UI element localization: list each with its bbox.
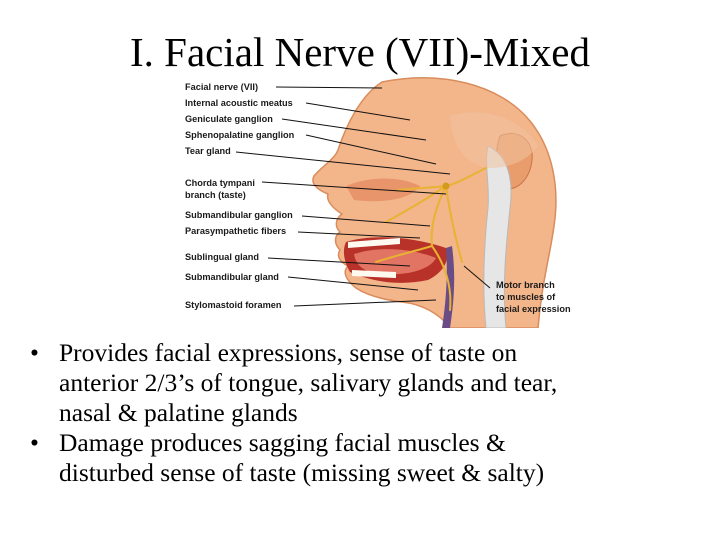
label-motor-branch: Motor branch [496, 280, 555, 290]
spine-bone [483, 145, 512, 328]
bullet-item-damage: • Damage produces sagging facial muscles… [30, 428, 710, 488]
bullet-line: Provides facial expressions, sense of ta… [59, 338, 518, 367]
label-internal-acoustic-meatus: Internal acoustic meatus [185, 98, 293, 108]
bullet-line: anterior 2/3’s of tongue, salivary gland… [59, 368, 558, 397]
label-motor-branch-line2: to muscles of [496, 292, 556, 302]
bullet-list: • Provides facial expressions, sense of … [30, 338, 710, 488]
facial-nerve-paths [375, 167, 487, 311]
left-leader-lines [235, 86, 451, 307]
label-geniculate-ganglion: Geniculate ganglion [185, 114, 273, 124]
bullet-line: Damage produces sagging facial muscles & [59, 428, 506, 457]
label-facial-nerve: Facial nerve (VII) [185, 82, 259, 92]
bullet-item-functions: • Provides facial expressions, sense of … [30, 338, 710, 428]
head-illustration [235, 77, 557, 328]
teeth-upper [348, 238, 400, 248]
bullet-line: disturbed sense of taste (missing sweet … [59, 458, 545, 487]
label-chorda-tympani: Chorda tympani [185, 178, 255, 188]
slide-title: I. Facial Nerve (VII)-Mixed [130, 29, 590, 75]
label-submandibular-gland: Submandibular gland [185, 272, 279, 282]
label-motor-branch-line3: facial expression [496, 304, 571, 314]
facial-nerve-diagram: Facial nerve (VII) Internal acoustic mea… [150, 76, 590, 328]
label-stylomastoid-foramen: Stylomastoid foramen [185, 300, 282, 310]
skull-base [450, 112, 538, 168]
label-sphenopalatine-ganglion: Sphenopalatine ganglion [185, 130, 295, 140]
right-leader-line [463, 265, 491, 289]
label-parasympathetic-fibers: Parasympathetic fibers [185, 226, 287, 236]
teeth-lower [352, 270, 396, 278]
bullet-marker: • [30, 428, 39, 457]
label-submandibular-ganglion: Submandibular ganglion [185, 210, 293, 220]
label-chorda-tympani-branch: branch (taste) [185, 190, 246, 200]
tongue [354, 249, 436, 275]
geniculate-ganglion-dot [442, 182, 450, 190]
bullet-marker: • [30, 338, 39, 367]
bullet-line: nasal & palatine glands [59, 398, 298, 427]
label-sublingual-gland: Sublingual gland [185, 252, 260, 262]
label-tear-gland: Tear gland [185, 146, 231, 156]
